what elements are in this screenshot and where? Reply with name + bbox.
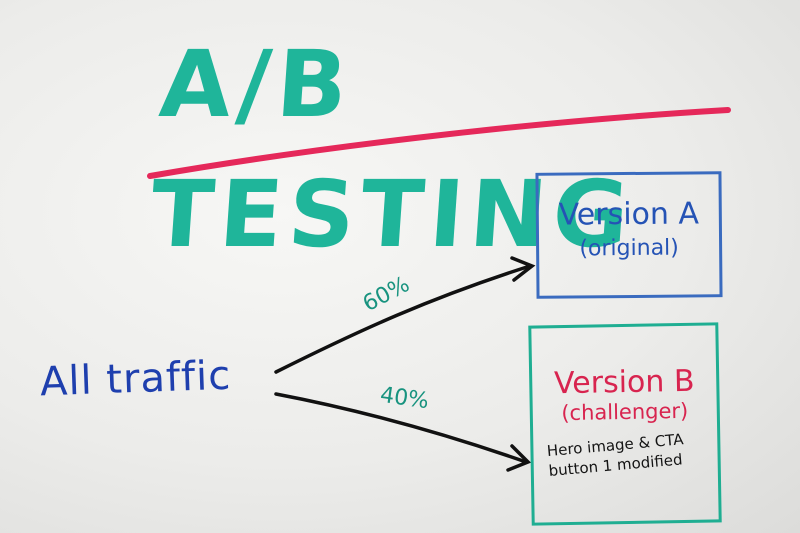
version-b-label: Version B (553, 363, 695, 402)
version-a-sublabel: (original) (579, 235, 679, 262)
arrow-to-version-a (274, 256, 536, 374)
version-b-box: Version B (challenger) Hero image & CTA … (528, 322, 722, 526)
version-a-box: Version A (original) (535, 171, 723, 299)
version-b-sublabel: (challenger) (561, 398, 689, 426)
version-b-note: Hero image & CTA button 1 modified (546, 430, 685, 481)
all-traffic-label: All traffic (39, 352, 232, 406)
arrow-to-version-b (274, 392, 532, 472)
version-a-label: Version A (558, 196, 700, 233)
